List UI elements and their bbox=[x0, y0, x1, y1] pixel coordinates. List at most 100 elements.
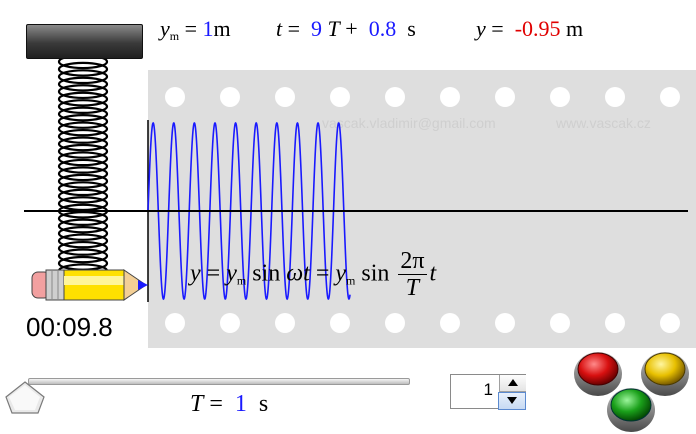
strip-hole bbox=[495, 87, 515, 107]
spring-turn bbox=[57, 196, 109, 212]
displacement-equals: = bbox=[491, 16, 504, 41]
formula-ym-2: y bbox=[335, 260, 347, 287]
time-unit: s bbox=[407, 16, 416, 41]
spring-turn bbox=[57, 166, 109, 182]
elapsed-time-display: 00:09.8 bbox=[26, 312, 113, 342]
displacement-readout: y = -0.95 m bbox=[476, 18, 583, 40]
spring-turn bbox=[57, 143, 109, 159]
formula-ym: y bbox=[226, 260, 237, 287]
push-buttons bbox=[574, 352, 689, 432]
strip-hole bbox=[660, 87, 680, 107]
spring-turn bbox=[57, 181, 109, 197]
strip-hole bbox=[605, 87, 625, 107]
period-slider-thumb[interactable] bbox=[4, 381, 46, 415]
strip-hole bbox=[165, 313, 185, 333]
spring-turn bbox=[57, 173, 109, 189]
spring-turn bbox=[57, 84, 109, 100]
author-website: www.vascak.cz bbox=[556, 115, 651, 131]
red-button[interactable] bbox=[574, 352, 622, 396]
spring-turn bbox=[57, 226, 109, 241]
equation-of-motion: y = ym sin ωt = ym sin 2π T t bbox=[190, 248, 436, 302]
spring-turn bbox=[57, 248, 109, 264]
strip-hole bbox=[495, 313, 515, 333]
spring-turn bbox=[57, 121, 109, 137]
period-slider-track[interactable] bbox=[28, 378, 410, 385]
strip-hole bbox=[440, 87, 460, 107]
formula-equals-2: = bbox=[315, 260, 330, 287]
displacement-value: -0.95 bbox=[514, 16, 561, 41]
formula-ym-sub-2: m bbox=[346, 273, 356, 288]
caret-down-icon bbox=[507, 397, 517, 404]
author-email: vascak.vladimir@gmail.com bbox=[322, 115, 496, 131]
stepper-up-button[interactable] bbox=[499, 375, 526, 392]
period-unit: s bbox=[258, 391, 269, 417]
spring-turn bbox=[57, 158, 109, 174]
strip-hole bbox=[220, 313, 240, 333]
formula-numerator: 2π bbox=[398, 248, 427, 276]
stepper-down-button[interactable] bbox=[498, 392, 526, 410]
displacement-symbol: y bbox=[476, 16, 486, 41]
time-offset-value: 0.8 bbox=[368, 16, 397, 41]
spring-turn bbox=[57, 61, 109, 77]
formula-denominator: T bbox=[405, 275, 420, 302]
formula-fraction: 2π T bbox=[398, 248, 427, 302]
strip-hole bbox=[550, 313, 570, 333]
strip-hole bbox=[220, 87, 240, 107]
strip-hole bbox=[550, 87, 570, 107]
amplitude-symbol: y bbox=[160, 16, 170, 41]
time-plus: + bbox=[345, 16, 358, 41]
pencil-icon bbox=[31, 269, 148, 301]
spring-turn bbox=[57, 151, 109, 167]
spring-turn bbox=[57, 106, 109, 122]
formula-t: t bbox=[429, 260, 437, 287]
spring-mount bbox=[26, 24, 143, 59]
numeric-stepper[interactable]: 1 bbox=[450, 374, 526, 410]
spring-turn bbox=[57, 211, 109, 226]
time-periods-value: 9 bbox=[311, 16, 323, 41]
formula-equals-1: = bbox=[206, 260, 221, 287]
yellow-button[interactable] bbox=[641, 352, 689, 396]
amplitude-subscript: m bbox=[169, 29, 180, 43]
period-symbol: T bbox=[190, 391, 204, 417]
time-equals: = bbox=[287, 16, 301, 41]
spring-turn bbox=[57, 233, 109, 249]
strip-hole bbox=[330, 313, 350, 333]
strip-hole bbox=[165, 87, 185, 107]
strip-hole bbox=[385, 87, 405, 107]
spring-turn bbox=[57, 136, 109, 152]
time-period-symbol: T bbox=[327, 16, 340, 41]
formula-omega-t: ωt bbox=[286, 260, 310, 287]
displacement-unit: m bbox=[566, 16, 584, 41]
recording-strip bbox=[148, 70, 696, 348]
strip-hole bbox=[330, 87, 350, 107]
spring-turn bbox=[57, 128, 109, 144]
strip-hole bbox=[385, 313, 405, 333]
formula-ym-sub: m bbox=[236, 273, 247, 288]
formula-sin-2: sin bbox=[361, 260, 390, 287]
amplitude-equals: = bbox=[184, 16, 198, 41]
equilibrium-axis bbox=[24, 210, 688, 212]
formula-sin-1: sin bbox=[252, 260, 281, 287]
formula-y: y bbox=[190, 260, 201, 287]
spring-turn bbox=[57, 188, 109, 204]
amplitude-unit: m bbox=[213, 16, 231, 41]
strip-hole bbox=[275, 313, 295, 333]
spring-turn bbox=[57, 76, 109, 92]
spring-turn bbox=[57, 99, 109, 114]
trace-curve bbox=[147, 121, 351, 301]
time-readout: t = 9 T + 0.8 s bbox=[276, 18, 416, 40]
spring-turn bbox=[57, 218, 109, 234]
spring-turn bbox=[57, 114, 109, 129]
caret-up-icon bbox=[508, 379, 518, 386]
spring-coil bbox=[57, 54, 109, 286]
strip-hole bbox=[660, 313, 680, 333]
period-value: 1 bbox=[234, 391, 247, 417]
stepper-value[interactable]: 1 bbox=[483, 380, 493, 399]
time-symbol: t bbox=[276, 16, 283, 41]
period-readout: T = 1 s bbox=[190, 391, 268, 418]
green-button[interactable] bbox=[607, 388, 655, 432]
spring-turn bbox=[57, 240, 109, 256]
amplitude-readout: ym = 1m bbox=[160, 16, 231, 43]
spring-turn bbox=[57, 69, 109, 85]
